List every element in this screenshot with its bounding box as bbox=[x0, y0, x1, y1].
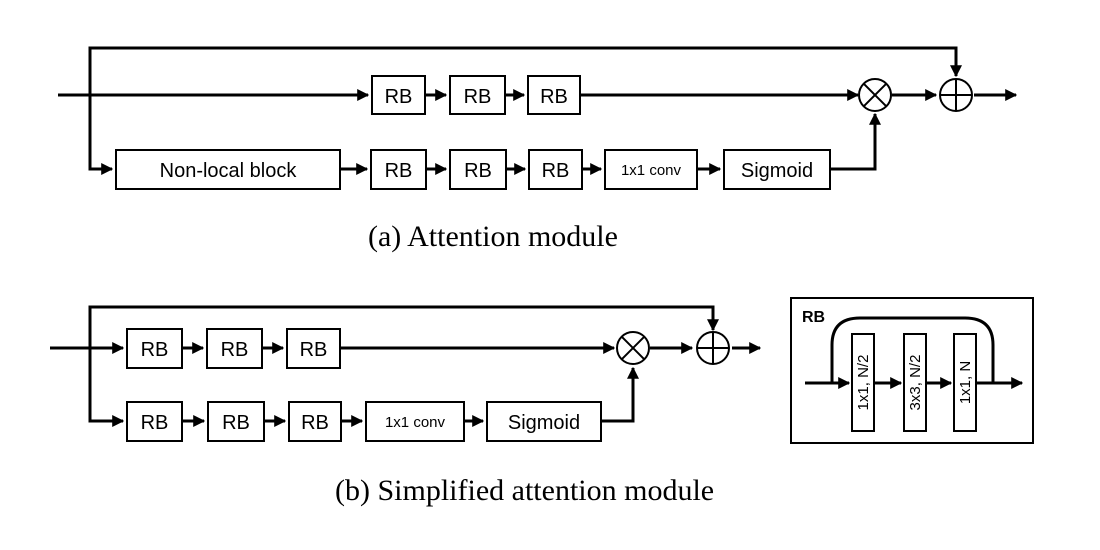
conv-1x1-label: 1x1 conv bbox=[621, 162, 682, 179]
skip-connection bbox=[88, 305, 719, 348]
mask-output-arrow bbox=[601, 366, 639, 423]
sigmoid-label: Sigmoid bbox=[741, 160, 813, 182]
trunk-rb-box bbox=[449, 75, 506, 115]
mask-rb-box bbox=[528, 149, 583, 190]
trunk-rb-label: RB bbox=[300, 339, 328, 361]
mask-rb-box bbox=[207, 401, 265, 442]
trunk-rb-box bbox=[371, 75, 426, 115]
mask-rb-box bbox=[288, 401, 342, 442]
rb-layer-label: 3x3, N/2 bbox=[907, 355, 924, 411]
rb-detail-panel: RB 1x1, N/2 3x3, N/2 1x1, N bbox=[790, 297, 1034, 444]
sigmoid-label: Sigmoid bbox=[508, 412, 580, 434]
sigmoid-box bbox=[486, 401, 602, 442]
multiply-icon bbox=[616, 331, 650, 365]
mask-rb-label: RB bbox=[141, 412, 169, 434]
add-icon bbox=[696, 331, 730, 365]
sigmoid-box bbox=[723, 149, 831, 190]
multiply-icon bbox=[858, 78, 892, 112]
rb-layer-box bbox=[953, 333, 977, 432]
trunk-rb-label: RB bbox=[221, 339, 249, 361]
trunk-rb-box bbox=[527, 75, 581, 115]
mask-input-arrow bbox=[88, 95, 114, 175]
rb-layer-box bbox=[903, 333, 927, 432]
trunk-rb-label: RB bbox=[141, 339, 169, 361]
mask-rb-box bbox=[126, 401, 183, 442]
trunk-rb-box bbox=[126, 328, 183, 369]
mask-output-arrow bbox=[830, 112, 881, 171]
simplified-attention-module: RB RB RB RB RB RB 1x1 conv Sigmoid (b) S… bbox=[50, 305, 762, 507]
rb-layer-label: 1x1, N/2 bbox=[855, 355, 872, 411]
attention-module: RB RB RB Non-local block RB RB RB 1x1 co… bbox=[58, 46, 1018, 253]
mask-rb-label: RB bbox=[385, 160, 413, 182]
rb-layer-label: 1x1, N bbox=[957, 361, 974, 404]
conv-1x1-box bbox=[365, 401, 465, 442]
caption-b: (b) Simplified attention module bbox=[335, 474, 714, 507]
mask-rb-label: RB bbox=[542, 160, 570, 182]
conv-1x1-label: 1x1 conv bbox=[385, 414, 446, 431]
rb-detail-title: RB bbox=[802, 309, 825, 326]
trunk-rb-box bbox=[206, 328, 263, 369]
trunk-rb-label: RB bbox=[540, 86, 568, 108]
skip-connection bbox=[88, 46, 962, 95]
mask-input-arrow bbox=[88, 348, 125, 427]
trunk-rb-label: RB bbox=[385, 86, 413, 108]
mask-rb-label: RB bbox=[222, 412, 250, 434]
add-icon bbox=[939, 78, 973, 112]
mask-rb-box bbox=[370, 149, 427, 190]
trunk-rb-label: RB bbox=[464, 86, 492, 108]
non-local-block-box bbox=[115, 149, 341, 190]
mask-rb-box bbox=[449, 149, 507, 190]
rb-skip-connection bbox=[830, 316, 995, 383]
trunk-rb-box bbox=[286, 328, 341, 369]
rb-layer-box bbox=[851, 333, 875, 432]
mask-rb-label: RB bbox=[301, 412, 329, 434]
conv-1x1-box bbox=[604, 149, 698, 190]
caption-a: (a) Attention module bbox=[368, 220, 618, 253]
non-local-block-label: Non-local block bbox=[160, 160, 298, 182]
mask-rb-label: RB bbox=[464, 160, 492, 182]
